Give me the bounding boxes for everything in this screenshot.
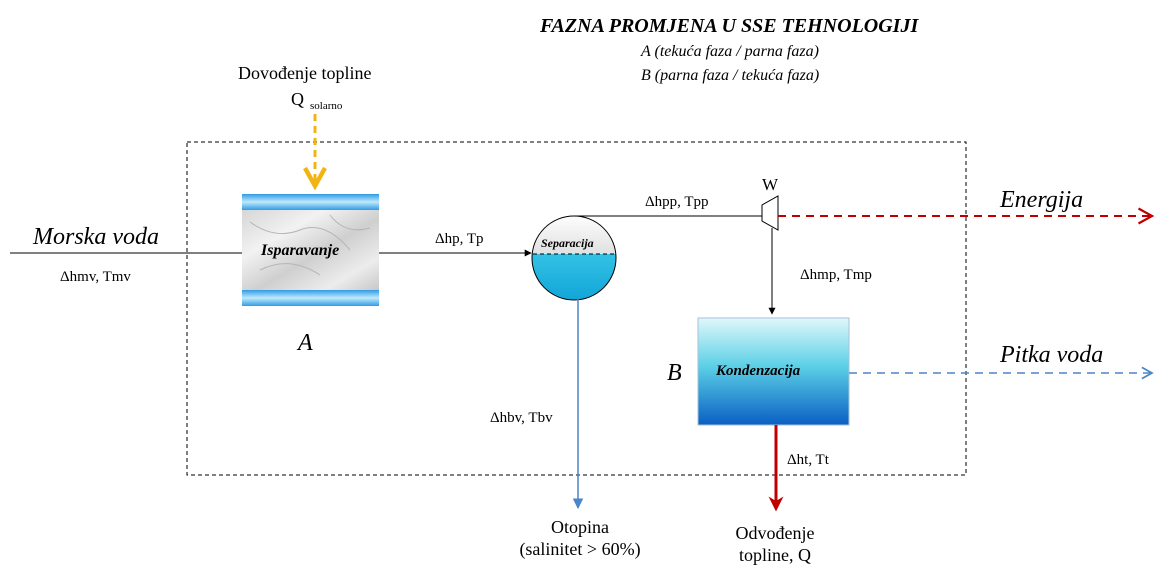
evaporation-block [242, 194, 379, 306]
subtitle-phase-b: B (parna faza / tekuća faza) [641, 67, 820, 84]
brine-state-label: Δhbv, Tbv [490, 410, 553, 426]
turbine-to-condenser-label: Δhmp, Tmp [800, 267, 872, 283]
system-boundary [186, 141, 967, 476]
vapor-to-turbine-label: Δhpp, Tpp [645, 194, 709, 210]
subtitle-phase-a: A (tekuća faza / parna faza) [641, 43, 819, 60]
phase-a-label: A [298, 330, 313, 356]
heat-output-state-label: Δht, Tt [787, 452, 829, 468]
brine-output-label: Otopina (salinitet > 60%) [519, 517, 641, 559]
diagram-title: FAZNA PROMJENA U SSE TEHNOLOGIJI [540, 15, 919, 37]
turbine-icon [761, 195, 779, 231]
condenser-block [697, 317, 850, 426]
seawater-state-label: Δhmv, Tmv [60, 269, 131, 285]
condensation-label: Kondenzacija [716, 363, 801, 379]
separation-label: Separacija [541, 236, 594, 250]
turbine-work-label: W [762, 175, 779, 194]
separator-vessel [531, 215, 617, 301]
vapor-state-label: Δhp, Tp [435, 231, 484, 247]
drinking-water-label: Pitka voda [1000, 342, 1104, 368]
phase-b-label: B [667, 360, 682, 386]
energy-label: Energija [1000, 187, 1084, 213]
heat-input-label: Dovođenje topline [238, 63, 372, 83]
heat-output-label: Odvođenje topline, Q [735, 523, 815, 565]
evaporation-label: Isparavanje [261, 242, 340, 259]
seawater-label: Morska voda [33, 224, 159, 250]
